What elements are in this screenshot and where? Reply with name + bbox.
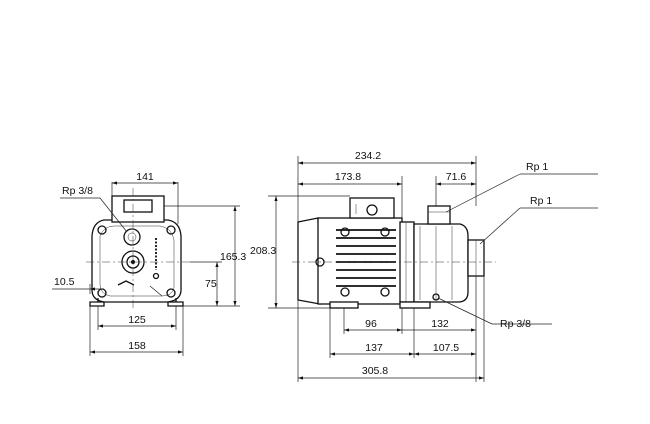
dim-side-foot-span: 137: [365, 342, 383, 354]
drain-plug-icon: [432, 293, 440, 301]
dim-front-foot-holes: 125: [128, 314, 146, 326]
side-drain-label: Rp 3/8: [500, 318, 531, 330]
front-bolt-icon: [166, 225, 176, 235]
dim-side-height: 208.3: [250, 245, 276, 257]
motor-bolt-icon: [340, 287, 350, 297]
side-pump-housing: [413, 223, 469, 303]
front-foot: [167, 301, 184, 307]
front-inner-contour: [99, 225, 175, 297]
front-dimensions: 141 Rp 3/8 165.3 75 10.5 125 158: [52, 171, 246, 356]
side-terminal-box: [349, 197, 395, 219]
dim-front-foot-width: 158: [128, 340, 146, 352]
side-dimensions: 234.2 173.8 71.6 Rp 1 Rp 1 208.3 96: [250, 150, 598, 382]
front-bolt-icon: [97, 225, 107, 235]
dim-side-length-top: 234.2: [355, 150, 381, 162]
side-foot: [399, 301, 431, 309]
front-conn-label: Rp 3/8: [62, 185, 93, 197]
front-foot: [89, 301, 105, 307]
side-motor-fins: [336, 229, 396, 287]
terminal-box-gland-icon: [366, 204, 378, 216]
dim-side-total-length: 305.8: [362, 365, 388, 377]
side-view: [292, 197, 496, 309]
dim-side-suction-offset: 71.6: [446, 171, 467, 183]
dim-front-shaft-height: 75: [205, 278, 217, 290]
front-bolt-icon: [166, 288, 176, 298]
dim-side-motor-length: 173.8: [335, 171, 361, 183]
side-foot: [329, 301, 359, 309]
side-outlet-label: Rp 1: [530, 195, 552, 207]
front-view: [86, 188, 190, 310]
dim-front-width-top: 141: [136, 171, 154, 183]
dim-front-foot-edge: 10.5: [54, 276, 75, 288]
front-port-small-icon: [123, 228, 141, 246]
side-inlet-label: Rp 1: [526, 161, 548, 173]
dim-side-foot-holes: 96: [365, 318, 377, 330]
motor-bolt-icon: [380, 227, 390, 237]
dim-side-outlet-dist: 107.5: [433, 342, 459, 354]
side-suction-port: [427, 205, 451, 225]
front-top-cap: [123, 199, 153, 213]
motor-bolt-icon: [380, 287, 390, 297]
motor-bolt-icon: [340, 227, 350, 237]
dim-side-foot-to-outlet: 132: [431, 318, 449, 330]
dim-front-height: 165.3: [220, 251, 246, 263]
